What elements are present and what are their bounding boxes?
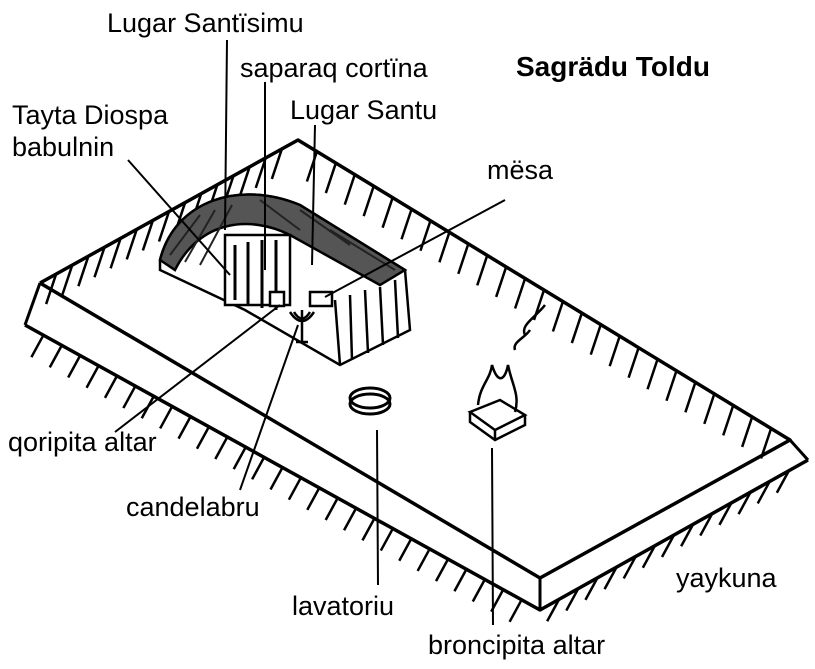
fence-post — [627, 347, 640, 379]
fence-post — [737, 491, 752, 515]
fence-post — [551, 301, 565, 332]
fence-post — [361, 517, 376, 541]
fence-post — [684, 381, 697, 413]
fence-post — [379, 527, 394, 552]
label-table: mësa — [487, 155, 554, 185]
fence-post — [270, 148, 284, 180]
fence-post — [722, 404, 735, 436]
fence-post — [457, 243, 470, 275]
fence-post — [122, 385, 137, 409]
fence-post — [471, 578, 486, 603]
fence-post — [756, 480, 771, 505]
fence-post — [699, 512, 714, 537]
tent — [158, 193, 412, 367]
fence-post — [400, 208, 413, 240]
fence-post — [589, 324, 602, 356]
fence-post — [740, 416, 754, 448]
label-holy: Lugar Santu — [290, 95, 438, 125]
fence-post — [324, 497, 339, 521]
fence-post — [660, 534, 676, 558]
fence-post — [195, 426, 211, 450]
fence-post — [718, 502, 733, 526]
fence-post — [251, 456, 266, 480]
label-courtyard: yaykuna — [676, 563, 777, 593]
fence-post — [438, 231, 451, 263]
fence-post — [324, 162, 338, 194]
leader-lines — [114, 39, 506, 626]
fence-post — [103, 375, 119, 399]
fence-post — [565, 587, 580, 612]
fence-posts — [30, 148, 790, 623]
fence-post — [67, 354, 82, 379]
label-ark-line2: babulnin — [12, 132, 115, 162]
lampstand-drawing — [288, 310, 316, 344]
label-ark-line1: Tayta Diospa — [12, 100, 169, 130]
fence-post — [177, 416, 192, 440]
fence-post — [93, 246, 106, 278]
fence-post — [287, 477, 302, 501]
fence-post — [214, 436, 229, 460]
fence-post — [494, 266, 508, 298]
fence-post — [159, 405, 174, 430]
fence-post — [85, 365, 100, 389]
fence-post — [61, 264, 74, 296]
label-curtain: saparaq cortïna — [240, 53, 428, 83]
courtyard-fence — [23, 138, 810, 612]
diagram-title: Sagrädu Toldu — [516, 51, 710, 82]
fence-post — [603, 566, 618, 590]
fence-post — [584, 577, 599, 601]
fence-post — [238, 166, 251, 198]
label-bronze-altar: broncipita altar — [428, 630, 606, 660]
laver-drawing — [348, 386, 392, 416]
fence-post — [416, 548, 431, 572]
fence-post — [157, 211, 171, 242]
fence-post — [622, 555, 637, 580]
fence-post — [342, 507, 358, 531]
fence-post — [232, 446, 247, 470]
fence-post — [398, 538, 413, 562]
fence-post — [141, 220, 155, 251]
fence-post — [508, 599, 523, 623]
fence-post — [759, 428, 773, 459]
label-laver: lavatoriu — [292, 591, 395, 621]
fence-post — [77, 255, 90, 287]
fence-post — [419, 220, 432, 252]
fence-post — [703, 393, 716, 425]
fence-post — [434, 558, 450, 582]
fence-post — [665, 370, 678, 402]
fence-post — [305, 151, 319, 182]
fence-post — [570, 312, 584, 344]
fence-post — [641, 545, 656, 569]
fence-post — [453, 568, 468, 592]
fence-post — [646, 358, 659, 390]
fence-post — [44, 273, 58, 305]
fence-post — [608, 335, 621, 367]
fence-post — [381, 197, 394, 229]
fence-post — [48, 344, 63, 368]
label-incense-altar: qoripita altar — [8, 427, 157, 457]
fence-post — [343, 174, 356, 206]
label-most-holy: Lugar Santïsimu — [107, 8, 304, 38]
fence-post — [306, 487, 321, 511]
fence-post — [476, 254, 489, 286]
fence-post — [30, 334, 45, 358]
fence-post — [513, 278, 527, 309]
fence-post — [125, 228, 138, 260]
fence-post — [680, 523, 695, 547]
fence-post — [546, 598, 561, 622]
fence-post — [775, 470, 790, 494]
fence-post — [362, 185, 375, 217]
fence-post — [269, 466, 284, 491]
label-lampstand: candelabru — [126, 492, 260, 522]
fence-post — [109, 237, 122, 269]
bronze-altar-drawing — [467, 304, 546, 442]
